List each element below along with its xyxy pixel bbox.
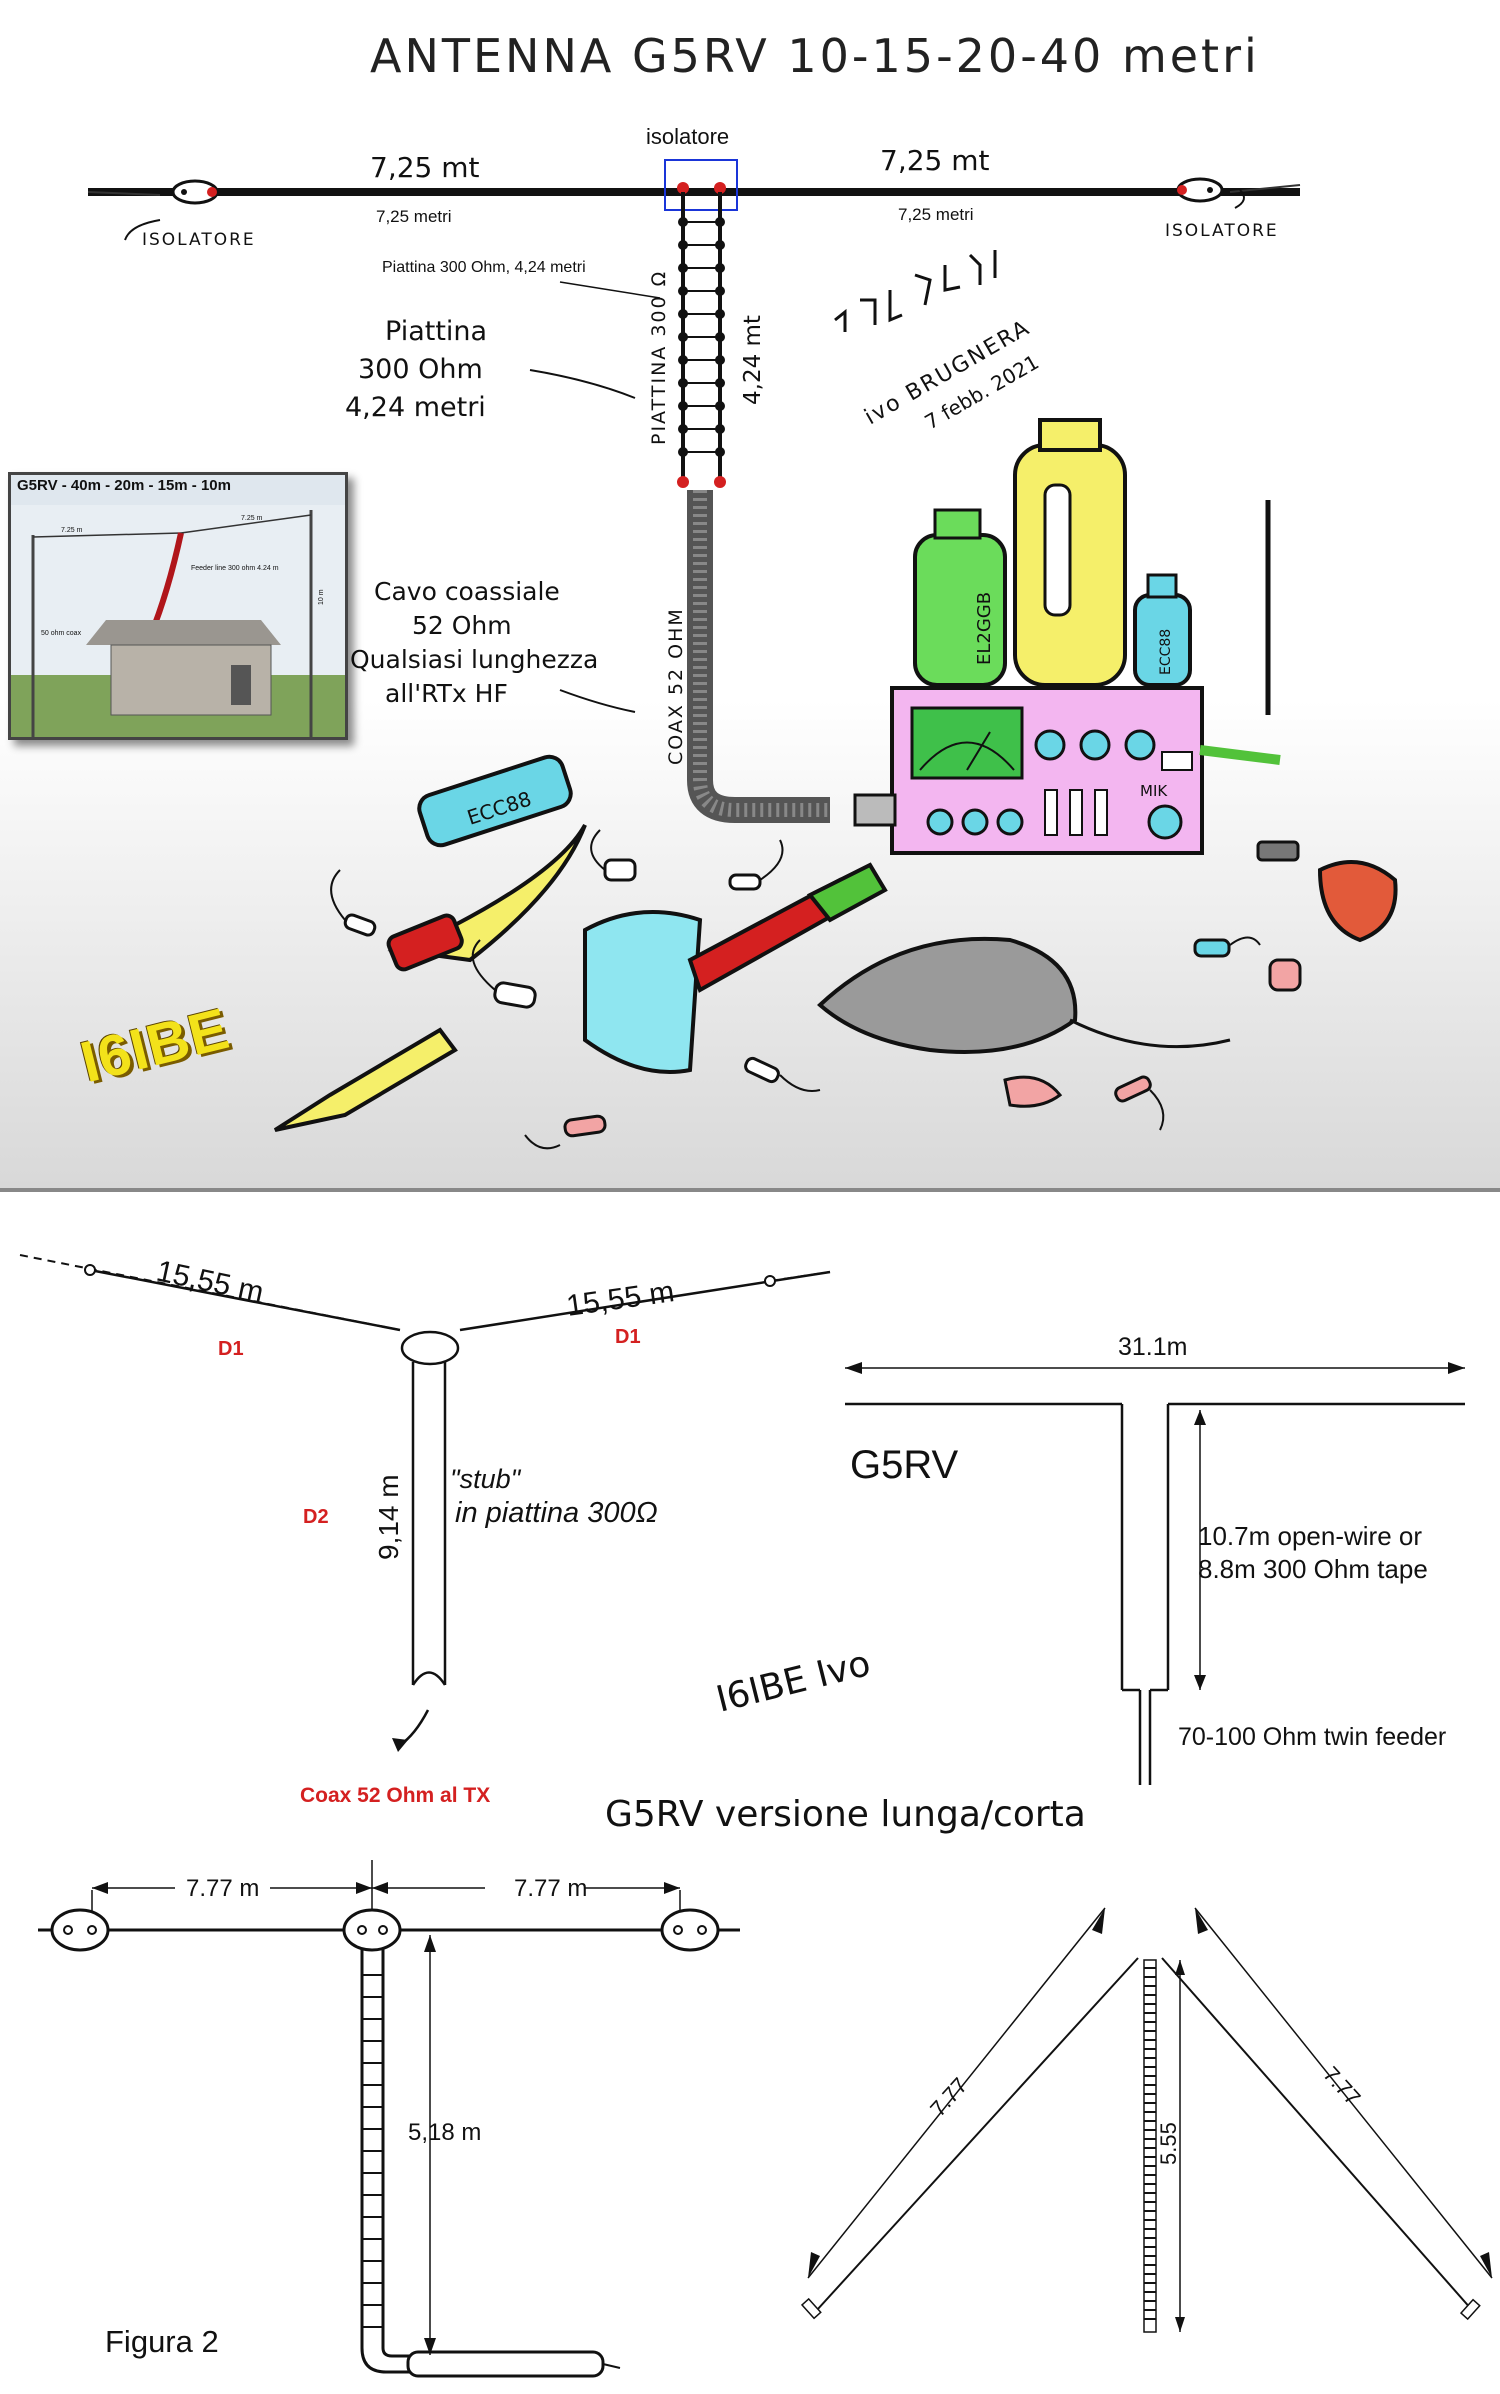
feedpoint-box: [664, 159, 738, 211]
right-insulator-arrow: [1234, 189, 1245, 209]
right-insulator: [1176, 177, 1224, 203]
feed-label: isolatore: [646, 124, 729, 149]
panel-divider: [0, 1188, 1500, 1192]
tube-green: [913, 508, 1007, 687]
stub-label-1: "stub": [450, 1464, 522, 1494]
v-mast: 5.55: [1156, 2122, 1181, 2165]
tube-green-label: EL2GGB: [974, 592, 995, 665]
stub-length: 9,14 m: [373, 1474, 404, 1560]
span-label: 31.1m: [1118, 1333, 1187, 1361]
left-rope: [87, 191, 161, 196]
right-insulator-label: ISOLATORE: [1165, 221, 1279, 241]
inverted-v-drawing: [800, 1907, 1493, 2333]
d1-right: D1: [615, 1326, 641, 1348]
d2: D2: [303, 1506, 329, 1528]
inset-coax: 50 ohm coax: [41, 630, 82, 637]
author-scribble: [834, 250, 997, 332]
v-right-arm: 7.77: [1318, 2062, 1365, 2111]
inset-feeder: Feeder line 300 ohm 4.24 m: [191, 565, 279, 572]
coax-hand-3: Qualsiasi lunghezza: [350, 645, 598, 674]
coax-hand-1: Cavo coassiale: [374, 577, 560, 606]
pencil: [273, 1027, 458, 1132]
feeder-line-2: 8.8m 300 Ohm tape: [1198, 1554, 1428, 1584]
tube-blue: [1133, 573, 1192, 687]
ladder-vertical-len: 4,24 mt: [740, 315, 766, 405]
left-insulator: [171, 179, 219, 205]
v-left-arm: 7.77: [925, 2073, 972, 2122]
apple-core: [1317, 860, 1398, 943]
d1-left: D1: [218, 1338, 244, 1360]
figure-label: Figura 2: [105, 2324, 219, 2359]
left-length-small: 7,25 metri: [376, 207, 452, 226]
ladder-vertical: PIATTINA 300 Ω: [648, 270, 670, 445]
signature: I6IBE Ivo: [712, 1643, 874, 1721]
coax-vertical: COAX 52 OHM: [665, 607, 687, 765]
right-length-hand: 7,25 mt: [880, 144, 990, 177]
g5rv-span-drawing: [845, 1362, 1465, 1785]
radio-transceiver: [853, 686, 1204, 855]
left-length-hand: 7,25 mt: [370, 151, 480, 184]
stub-label-2: in piattina 300Ω: [455, 1497, 658, 1529]
figura2-drawing: [38, 1860, 740, 2378]
coax-hand-2: 52 Ohm: [412, 611, 512, 640]
right-length-small: 7,25 metri: [898, 205, 974, 224]
tube-large: [1013, 418, 1127, 687]
inset-title: G5RV - 40m - 20m - 15m - 10m: [17, 477, 231, 494]
inset-left-len: 7.25 m: [61, 527, 83, 534]
inset-mast: 10 m: [318, 589, 325, 605]
fig2-ladder-len: 5,18 m: [408, 2119, 481, 2146]
g5rv-long-drawing: [19, 1254, 831, 1752]
fig2-len-left: 7.77 m: [186, 1875, 259, 1902]
coax-hand-4: all'RTx HF: [385, 679, 508, 708]
inset-photo: G5RV - 40m - 20m - 15m - 10m 7.25 m 7.25…: [8, 472, 348, 740]
caption: G5RV versione lunga/corta: [605, 1794, 1086, 1835]
resistors: [343, 840, 1302, 1138]
len-left-long: 15,55 m: [154, 1255, 267, 1310]
feeder-line-1: 10.7m open-wire or: [1198, 1521, 1422, 1551]
inset-drawing: 7.25 m 7.25 m Feeder line 300 ohm 4.24 m…: [11, 505, 345, 737]
g5rv-name: G5RV: [850, 1443, 959, 1487]
tube-blue-label: ECC88: [1158, 629, 1174, 675]
axe: [583, 910, 703, 1074]
coax-cable: [687, 490, 830, 823]
ladder-hand-3: 4,24 metri: [345, 392, 486, 423]
twin-feeder: 70-100 Ohm twin feeder: [1178, 1723, 1446, 1751]
inset-right-len: 7.25 m: [241, 515, 263, 522]
ladder-line: [677, 192, 726, 488]
left-insulator-arrow: [124, 219, 161, 241]
mouse: [817, 936, 1078, 1054]
radio-mic: MIK: [1140, 782, 1168, 800]
fig2-len-right: 7.77 m: [514, 1875, 587, 1902]
left-insulator-label: ISOLATORE: [142, 230, 256, 250]
top-title: ANTENNA G5RV 10-15-20-40 metri: [370, 29, 1260, 83]
len-right-long: 15,55 m: [564, 1275, 676, 1323]
ladder-hand-2: 300 Ohm: [358, 354, 483, 385]
tube-lying: [417, 754, 573, 848]
ladder-note: Piattina 300 Ohm, 4,24 metri: [382, 259, 586, 276]
coax-tx: Coax 52 Ohm al TX: [300, 1784, 490, 1807]
tool-wires: [330, 829, 1261, 1150]
ladder-hand-1: Piattina: [385, 316, 487, 347]
